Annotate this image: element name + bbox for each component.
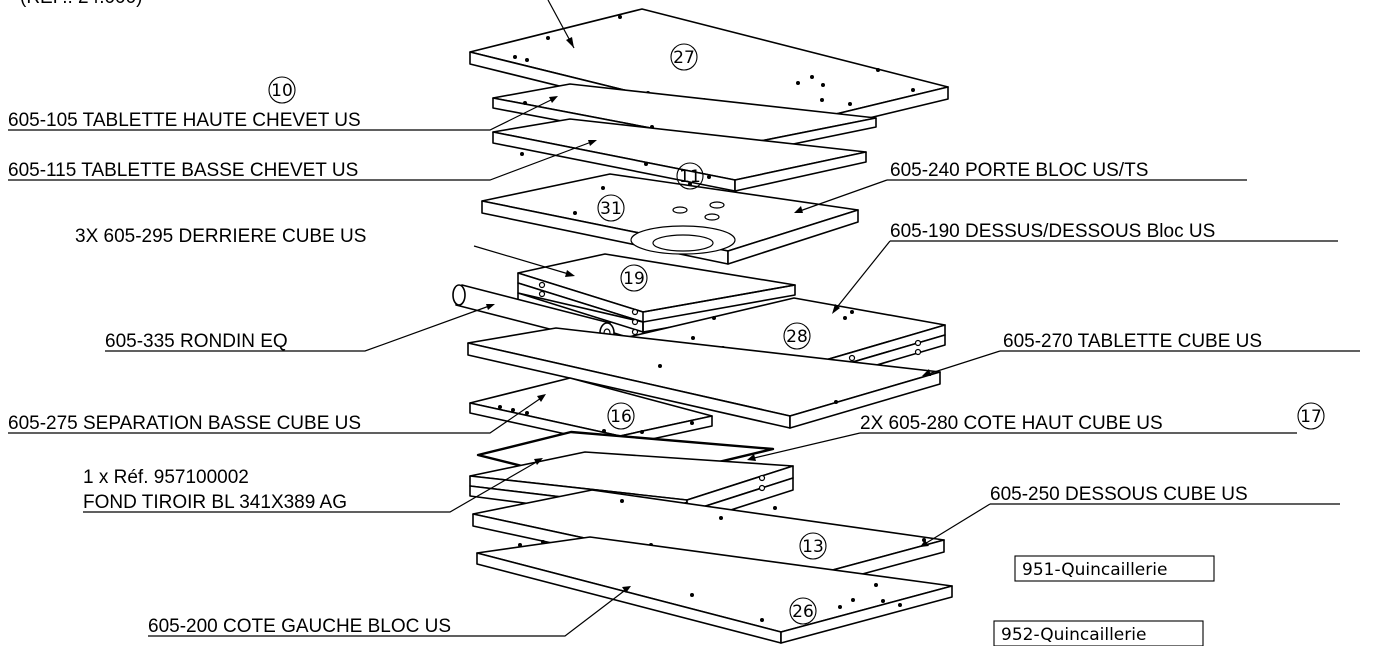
box-951-quincaillerie: 951-Quincaillerie: [1014, 555, 1215, 582]
callout-derriere-cube: 3X 605-295 DERRIERE CUBE US: [75, 226, 366, 247]
svg-text:10: 10: [271, 81, 293, 101]
svg-text:27: 27: [673, 48, 695, 68]
callout-dessus-dessous: 605-190 DESSUS/DESSOUS Bloc US: [890, 221, 1215, 242]
balloon-11: 11: [676, 162, 704, 190]
svg-text:28: 28: [786, 327, 808, 347]
balloon-10: 10: [268, 76, 296, 104]
svg-text:952-Quincaillerie: 952-Quincaillerie: [1001, 625, 1146, 645]
svg-text:951-Quincaillerie: 951-Quincaillerie: [1022, 560, 1167, 580]
balloon-31: 31: [597, 194, 625, 222]
callout-rondin: 605-335 RONDIN EQ: [105, 331, 288, 352]
ref-fragment-label: (REF.: 24.000): [20, 0, 143, 8]
callout-fond-tiroir: FOND TIROIR BL 341X389 AG: [83, 492, 347, 513]
callout-tablette-basse: 605-115 TABLETTE BASSE CHEVET US: [8, 160, 358, 181]
hardware-boxes: 951-Quincaillerie 952-Quincaillerie: [993, 555, 1215, 646]
svg-text:17: 17: [1300, 407, 1322, 427]
callout-fond-tiroir-ref: 1 x Réf. 957100002: [83, 467, 249, 488]
part-31-door-panel: [481, 173, 859, 265]
box-952-quincaillerie: 952-Quincaillerie: [993, 620, 1204, 646]
callout-tablette-cube: 605-270 TABLETTE CUBE US: [1003, 331, 1262, 352]
balloon-28: 28: [783, 322, 811, 350]
callout-separation-basse: 605-275 SEPARATION BASSE CUBE US: [8, 413, 361, 434]
balloon-17: 17: [1297, 402, 1325, 430]
svg-text:16: 16: [610, 407, 632, 427]
balloon-27: 27: [670, 43, 698, 71]
balloon-26: 26: [789, 597, 817, 625]
svg-text:11: 11: [679, 167, 701, 187]
part-11-lower-shelf: [492, 118, 867, 192]
svg-text:26: 26: [792, 602, 814, 622]
svg-text:13: 13: [802, 537, 824, 557]
part-26-left-side-panel: [476, 536, 953, 644]
callout-porte-bloc: 605-240 PORTE BLOC US/TS: [890, 160, 1148, 181]
balloon-16: 16: [607, 402, 635, 430]
svg-text:19: 19: [623, 269, 645, 289]
leader-lines: [8, 0, 1360, 637]
part-cube-shelf: [467, 327, 941, 429]
callout-cote-haut: 2X 605-280 COTE HAUT CUBE US: [860, 413, 1163, 434]
part-19-cube-back-stack: [517, 253, 796, 343]
callout-labels: (REF.: 24.000) 605-105 TABLETTE HAUTE CH…: [8, 0, 1262, 637]
balloon-13: 13: [799, 532, 827, 560]
callout-tablette-haute: 605-105 TABLETTE HAUTE CHEVET US: [8, 110, 361, 131]
balloon-19: 19: [620, 264, 648, 292]
callout-cote-gauche: 605-200 COTE GAUCHE BLOC US: [148, 616, 451, 637]
item-balloons: 27 10 11 31 19 28 16 17: [268, 43, 1325, 625]
svg-text:31: 31: [600, 199, 622, 219]
callout-dessous-cube: 605-250 DESSOUS CUBE US: [990, 484, 1248, 505]
